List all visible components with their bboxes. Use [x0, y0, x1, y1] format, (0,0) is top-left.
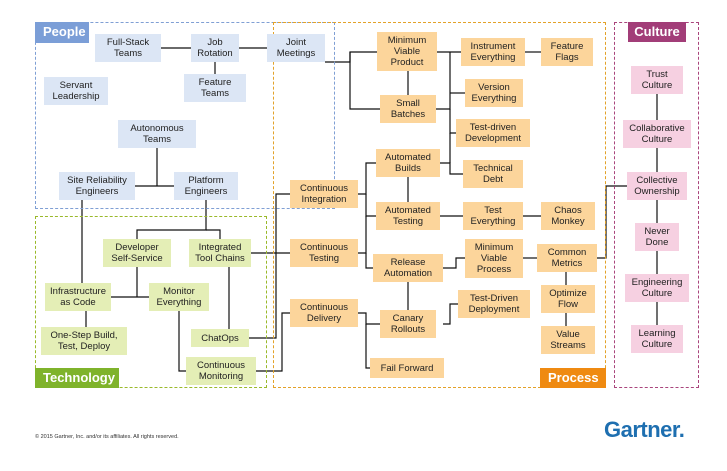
node-job-rotation: Job Rotation [191, 34, 239, 62]
node-platform-engineers: Platform Engineers [174, 172, 238, 200]
node-site-reliability-engineers: Site Reliability Engineers [59, 172, 135, 200]
node-automated-builds: Automated Builds [376, 149, 440, 177]
copyright-footer: © 2015 Gartner, Inc. and/or its affiliat… [35, 434, 179, 440]
node-test-everything: Test Everything [463, 202, 523, 230]
node-value-streams: Value Streams [541, 326, 595, 354]
node-continuous-testing: Continuous Testing [290, 239, 358, 267]
node-developer-self-service: Developer Self-Service [103, 239, 171, 267]
node-automated-testing: Automated Testing [376, 202, 440, 230]
node-trust-culture: Trust Culture [631, 66, 683, 94]
node-minimum-viable-process: Minimum Viable Process [465, 239, 523, 278]
node-collective-ownership: Collective Ownership [627, 172, 687, 200]
connector-6 [136, 200, 207, 239]
node-chaos-monkey: Chaos Monkey [541, 202, 595, 230]
node-feature-teams: Feature Teams [184, 74, 246, 102]
node-common-metrics: Common Metrics [537, 244, 597, 272]
connector-15 [249, 193, 290, 339]
gartner-logo: Gartner. [604, 417, 685, 442]
people-label: People [35, 22, 89, 43]
connector-24 [365, 324, 370, 369]
node-test-driven-development: Test-driven Development [456, 119, 530, 147]
connector-37 [443, 257, 465, 269]
connector-16 [256, 312, 290, 372]
node-test-driven-deployment: Test-Driven Deployment [458, 290, 530, 318]
node-technical-debt: Technical Debt [463, 160, 523, 188]
connector-13 [178, 311, 186, 372]
node-one-step-build: One-Step Build, Test, Deploy [41, 327, 127, 355]
node-canary-rollouts: Canary Rollouts [380, 310, 436, 338]
node-fullstack-teams: Full-Stack Teams [95, 34, 161, 62]
culture-label: Culture [628, 22, 686, 42]
connector-23 [358, 312, 380, 325]
connector-18 [349, 52, 380, 110]
node-servant-leadership: Servant Leadership [44, 77, 108, 105]
process-label: Process [540, 368, 606, 388]
node-instrument-everything: Instrument Everything [461, 38, 525, 66]
node-never-done: Never Done [635, 223, 679, 251]
connector-33 [440, 162, 463, 175]
connector-7 [206, 229, 221, 239]
node-version-everything: Version Everything [465, 79, 523, 107]
node-joint-meetings: Joint Meetings [267, 34, 325, 62]
node-continuous-delivery: Continuous Delivery [290, 299, 358, 327]
node-monitor-everything: Monitor Everything [149, 283, 209, 311]
people-region [35, 22, 335, 209]
connector-22 [365, 253, 373, 269]
process-region [273, 22, 606, 388]
node-autonomous-teams: Autonomous Teams [118, 120, 196, 148]
node-engineering-culture: Engineering Culture [625, 274, 689, 302]
node-feature-flags: Feature Flags [541, 38, 593, 66]
node-continuous-integration: Continuous Integration [290, 180, 358, 208]
connector-38 [443, 303, 458, 325]
technology-region [35, 216, 267, 388]
node-learning-culture: Learning Culture [631, 325, 683, 353]
node-infrastructure-as-code: Infrastructure as Code [45, 283, 111, 311]
node-release-automation: Release Automation [373, 254, 443, 282]
technology-label: Technology [35, 368, 119, 388]
node-integrated-tool-chains: Integrated Tool Chains [189, 239, 251, 267]
node-collaborative-culture: Collaborative Culture [623, 120, 691, 148]
connector-19 [358, 162, 376, 195]
node-chatops: ChatOps [191, 329, 249, 347]
node-minimum-viable-product: Minimum Viable Product [377, 32, 437, 71]
node-optimize-flow: Optimize Flow [541, 285, 595, 313]
node-fail-forward: Fail Forward [370, 358, 444, 378]
connector-42 [597, 185, 627, 259]
node-continuous-monitoring: Continuous Monitoring [186, 357, 256, 385]
node-small-batches: Small Batches [380, 95, 436, 123]
